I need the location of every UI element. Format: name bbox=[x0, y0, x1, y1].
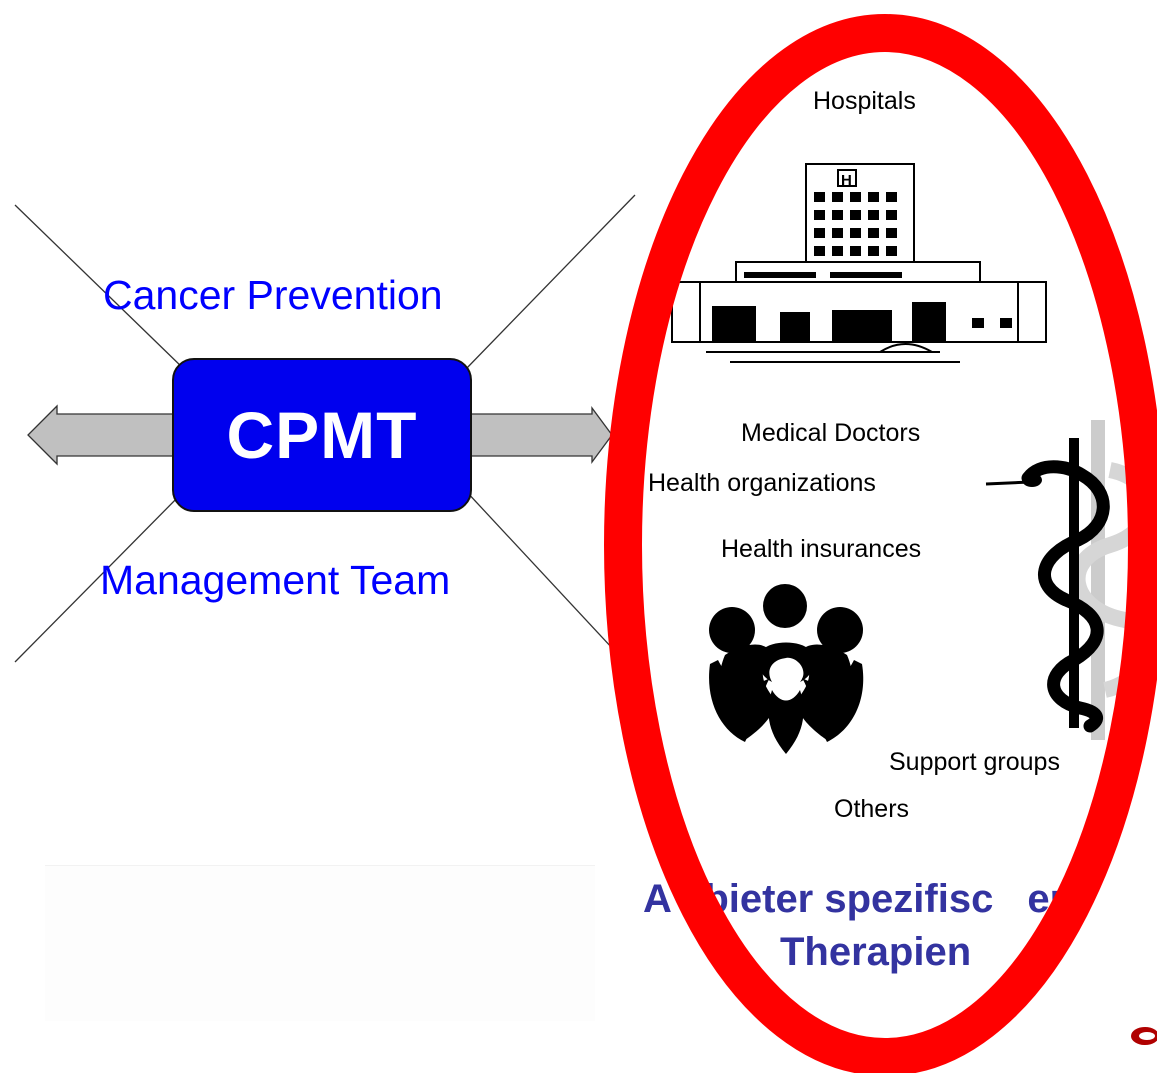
label-others: Others bbox=[834, 795, 910, 823]
offer-text-line1-middle: nbieter spezifisc bbox=[679, 877, 994, 921]
cpmt-box: CPMT bbox=[172, 358, 472, 512]
hospital-icon: H bbox=[671, 163, 1047, 363]
label-support-groups: Support groups bbox=[889, 748, 1060, 776]
left-arrow bbox=[27, 404, 179, 466]
caduceus-icon bbox=[985, 420, 1156, 740]
label-health-organizations: Health organizations bbox=[648, 469, 876, 497]
connector-line bbox=[14, 489, 186, 663]
diagram-title-bottom: Management Team bbox=[100, 557, 451, 603]
corner-logo-icon bbox=[1131, 1027, 1157, 1045]
connector-line bbox=[464, 194, 636, 371]
label-hospitals: Hospitals bbox=[813, 87, 916, 115]
offer-text-line2: Therapien bbox=[780, 930, 972, 974]
label-medical-doctors: Medical Doctors bbox=[741, 419, 921, 447]
offer-text-line1-start: A bbox=[643, 877, 672, 921]
label-health-insurances: Health insurances bbox=[721, 535, 922, 563]
diagram-title-top: Cancer Prevention bbox=[103, 272, 443, 318]
connector-line bbox=[14, 204, 186, 371]
support-group-icon bbox=[709, 584, 864, 754]
offer-text-line1-end: er bbox=[1027, 877, 1066, 921]
background-panel bbox=[45, 865, 595, 1021]
connector-line bbox=[464, 489, 641, 679]
svg-text:H: H bbox=[841, 172, 852, 189]
right-arrow bbox=[465, 406, 613, 464]
